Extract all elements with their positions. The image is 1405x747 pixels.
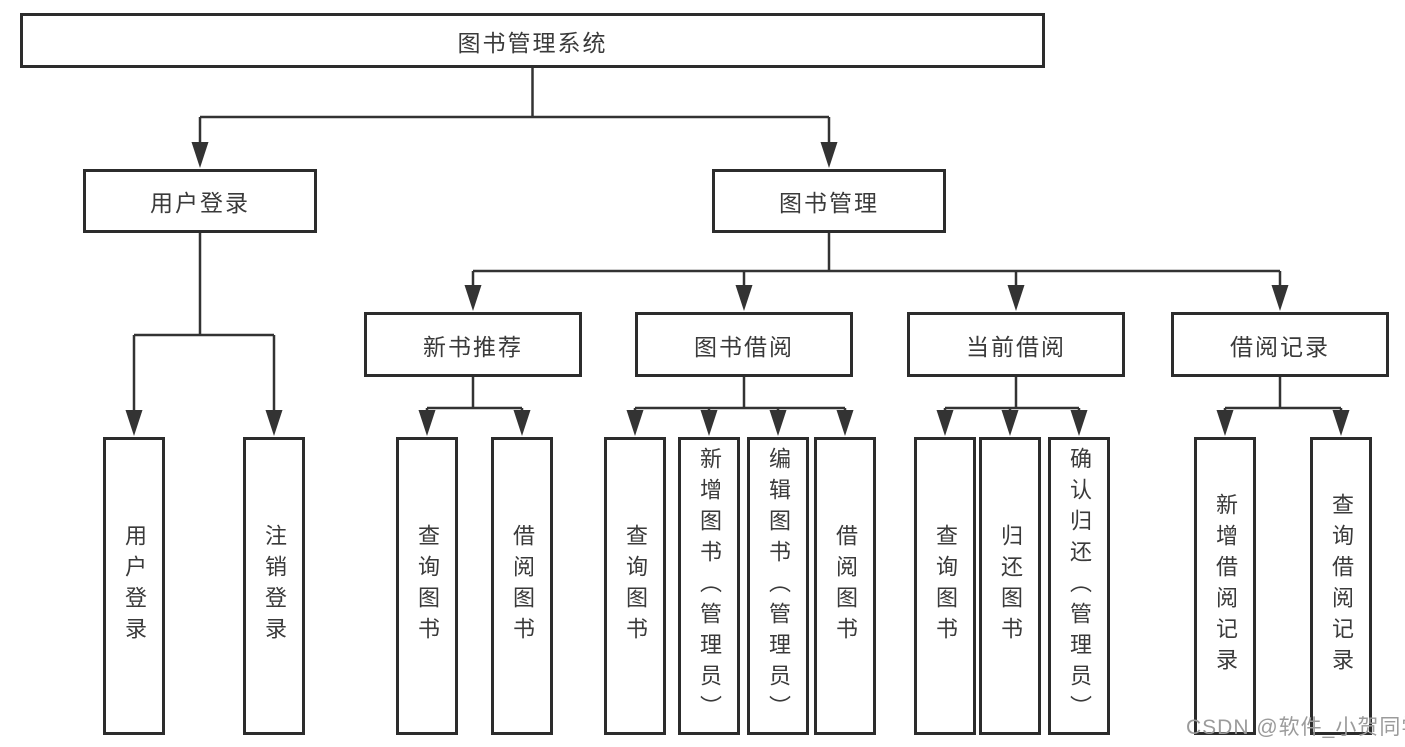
arrowhead — [820, 142, 838, 168]
arrowhead — [735, 285, 753, 311]
leaf-add-book-admin: 新增图书（管理员） — [678, 437, 740, 735]
node-book-borrowing: 图书借阅 — [635, 312, 853, 377]
connector-current-borrowing-children — [936, 377, 1088, 436]
node-label: 查询图书 — [623, 524, 648, 648]
connector-line — [1223, 377, 1343, 411]
node-label: 新增借阅记录 — [1213, 493, 1238, 679]
connector-line — [425, 377, 524, 411]
arrowhead — [1001, 410, 1019, 436]
connector-book-borrowing-children — [626, 377, 854, 436]
connector-line — [633, 377, 847, 411]
arrowhead — [125, 410, 143, 436]
node-label: 查询借阅记录 — [1329, 493, 1354, 679]
connector-new-book-recommend-children — [418, 377, 531, 436]
leaf-borrow-book-borrowing: 借阅图书 — [814, 437, 876, 735]
arrowhead — [513, 410, 531, 436]
node-new-book-recommend: 新书推荐 — [364, 312, 582, 377]
connector-line — [471, 233, 1282, 286]
node-label: 注销登录 — [262, 524, 287, 648]
csdn-watermark: CSDN @软件_小贺同学 — [1186, 716, 1405, 739]
node-label: 借阅图书 — [510, 524, 535, 648]
node-current-borrowing: 当前借阅 — [907, 312, 1125, 377]
arrowhead — [1216, 410, 1234, 436]
arrowhead — [836, 410, 854, 436]
node-label: 归还图书 — [998, 524, 1023, 648]
arrowhead — [265, 410, 283, 436]
node-library-system: 图书管理系统 — [20, 13, 1045, 68]
node-borrow-records: 借阅记录 — [1171, 312, 1389, 377]
connector-borrow-records-children — [1216, 377, 1350, 436]
node-label: 查询图书 — [415, 524, 440, 648]
leaf-borrow-book-recommend: 借阅图书 — [491, 437, 553, 735]
arrowhead — [418, 410, 436, 436]
connector-line — [943, 377, 1081, 411]
node-label: 新书推荐 — [423, 333, 523, 360]
leaf-query-book-borrowing: 查询图书 — [604, 437, 666, 735]
node-label: 用户登录 — [122, 524, 147, 648]
arrowhead — [700, 410, 718, 436]
arrowhead — [191, 142, 209, 168]
arrowhead — [626, 410, 644, 436]
leaf-query-borrow-record: 查询借阅记录 — [1310, 437, 1372, 735]
node-label: 确认归还（管理员） — [1067, 446, 1092, 726]
leaf-add-borrow-record: 新增借阅记录 — [1194, 437, 1256, 735]
leaf-confirm-return-admin: 确认归还（管理员） — [1048, 437, 1110, 735]
node-label: 图书管理系统 — [457, 29, 608, 56]
leaf-return-book: 归还图书 — [979, 437, 1041, 735]
leaf-query-book-current: 查询图书 — [914, 437, 976, 735]
arrowhead — [1332, 410, 1350, 436]
arrowhead — [1070, 410, 1088, 436]
connector-user-login-children — [125, 233, 283, 436]
node-label: 编辑图书（管理员） — [766, 446, 791, 726]
node-user-login: 用户登录 — [83, 169, 317, 233]
node-label: 当前借阅 — [966, 333, 1066, 360]
node-book-management: 图书管理 — [712, 169, 946, 233]
leaf-edit-book-admin: 编辑图书（管理员） — [747, 437, 809, 735]
arrowhead — [1007, 285, 1025, 311]
node-label: 查询图书 — [933, 524, 958, 648]
node-label: 图书借阅 — [694, 333, 794, 360]
connector-line — [132, 233, 276, 411]
arrowhead — [769, 410, 787, 436]
leaf-user-login: 用户登录 — [103, 437, 165, 735]
arrowhead — [464, 285, 482, 311]
node-label: 图书管理 — [779, 190, 879, 216]
node-label: 借阅记录 — [1230, 333, 1330, 360]
arrowhead — [1271, 285, 1289, 311]
leaf-query-book-recommend: 查询图书 — [396, 437, 458, 735]
node-label: 用户登录 — [150, 190, 250, 216]
arrowhead — [936, 410, 954, 436]
leaf-logout: 注销登录 — [243, 437, 305, 735]
connector-root-to-level2 — [191, 68, 838, 168]
connector-book-management-children — [464, 233, 1289, 311]
connector-line — [198, 68, 831, 143]
node-label: 新增图书（管理员） — [697, 446, 722, 726]
node-label: 借阅图书 — [833, 524, 858, 648]
